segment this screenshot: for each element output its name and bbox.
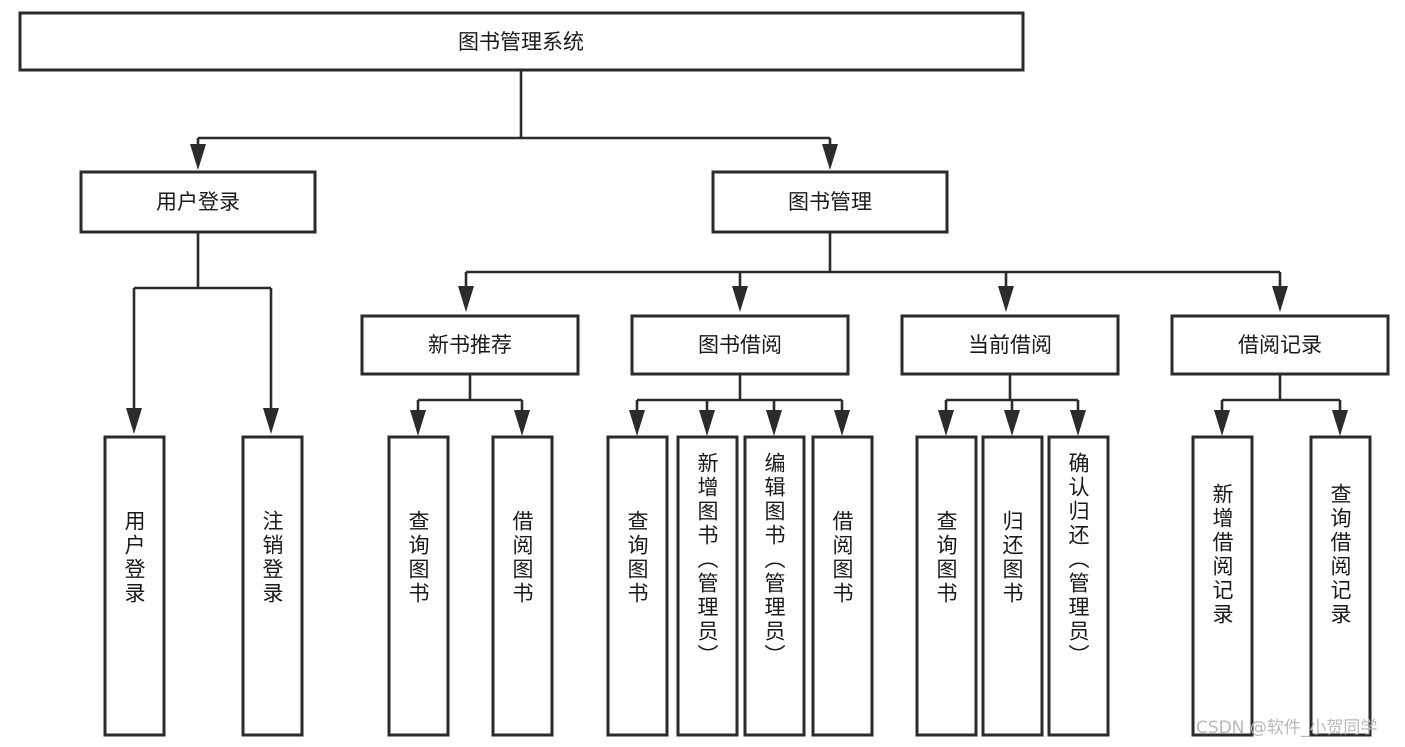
leaf-node-edit-book-admin[interactable]: 编辑图书（管理员） bbox=[743, 435, 806, 737]
leaf-label-query-book-current: 查询图书 bbox=[934, 510, 958, 606]
leaf-node-confirm-return-admin[interactable]: 确认归还（管理员） bbox=[1047, 435, 1110, 737]
node-label-current-borrow: 当前借阅 bbox=[968, 333, 1052, 357]
leaf-label-add-book-admin: 新增图书（管理员） bbox=[695, 452, 719, 668]
leaf-label-borrow-book: 借阅图书 bbox=[830, 510, 854, 606]
connector-group-root bbox=[190, 70, 838, 170]
node-label-book-borrow: 图书借阅 bbox=[698, 333, 782, 357]
leaf-label-confirm-return-admin: 确认归还（管理员） bbox=[1066, 452, 1090, 668]
node-label-book-management: 图书管理 bbox=[788, 190, 872, 214]
leaf-label-return-book: 归还图书 bbox=[1000, 510, 1024, 606]
node-book-management[interactable]: 图书管理 bbox=[711, 170, 949, 234]
leaf-label-query-borrow-record: 查询借阅记录 bbox=[1328, 483, 1352, 627]
connector-group-borrow-record bbox=[1214, 374, 1348, 436]
node-label-borrow-record: 借阅记录 bbox=[1238, 333, 1322, 357]
node-label-root: 图书管理系统 bbox=[458, 30, 584, 54]
leaf-node-logout[interactable]: 注销登录 bbox=[241, 435, 304, 737]
leaf-label-borrow-book-recommend: 借阅图书 bbox=[510, 510, 534, 606]
leaf-label-query-book-borrow: 查询图书 bbox=[625, 510, 649, 606]
node-user-login[interactable]: 用户登录 bbox=[79, 170, 317, 234]
leaf-label-user-login: 用户登录 bbox=[122, 510, 146, 606]
leaf-node-query-borrow-record[interactable]: 查询借阅记录 bbox=[1309, 435, 1372, 737]
leaf-node-borrow-book-recommend[interactable]: 借阅图书 bbox=[491, 435, 554, 737]
connector-group-book-borrow bbox=[629, 374, 850, 436]
connector-group-new-book-recommend bbox=[410, 374, 530, 436]
connector-group-book-management bbox=[458, 232, 1288, 312]
node-new-book-recommend[interactable]: 新书推荐 bbox=[360, 314, 580, 376]
leaf-node-user-login[interactable]: 用户登录 bbox=[103, 435, 166, 737]
leaf-node-query-book-borrow[interactable]: 查询图书 bbox=[606, 435, 669, 737]
leaf-node-borrow-book[interactable]: 借阅图书 bbox=[811, 435, 874, 737]
connector-group-current-borrow bbox=[938, 374, 1086, 436]
node-label-new-book-recommend: 新书推荐 bbox=[428, 333, 512, 357]
leaf-node-add-book-admin[interactable]: 新增图书（管理员） bbox=[676, 435, 739, 737]
leaf-node-query-book-recommend[interactable]: 查询图书 bbox=[387, 435, 450, 737]
leaf-node-add-borrow-record[interactable]: 新增借阅记录 bbox=[1191, 435, 1254, 737]
leaf-node-return-book[interactable]: 归还图书 bbox=[981, 435, 1044, 737]
leaf-node-query-book-current[interactable]: 查询图书 bbox=[915, 435, 978, 737]
leaf-label-logout: 注销登录 bbox=[260, 510, 284, 606]
connector-group-user-login bbox=[126, 232, 279, 434]
leaf-label-edit-book-admin: 编辑图书（管理员） bbox=[762, 452, 786, 668]
node-book-borrow[interactable]: 图书借阅 bbox=[630, 314, 850, 376]
node-root-book-management-system[interactable]: 图书管理系统 bbox=[18, 11, 1025, 72]
leaf-label-add-borrow-record: 新增借阅记录 bbox=[1210, 483, 1234, 627]
node-borrow-record[interactable]: 借阅记录 bbox=[1170, 314, 1390, 376]
node-label-user-login: 用户登录 bbox=[156, 190, 240, 214]
leaf-label-query-book-recommend: 查询图书 bbox=[406, 510, 430, 606]
node-current-borrow[interactable]: 当前借阅 bbox=[900, 314, 1120, 376]
